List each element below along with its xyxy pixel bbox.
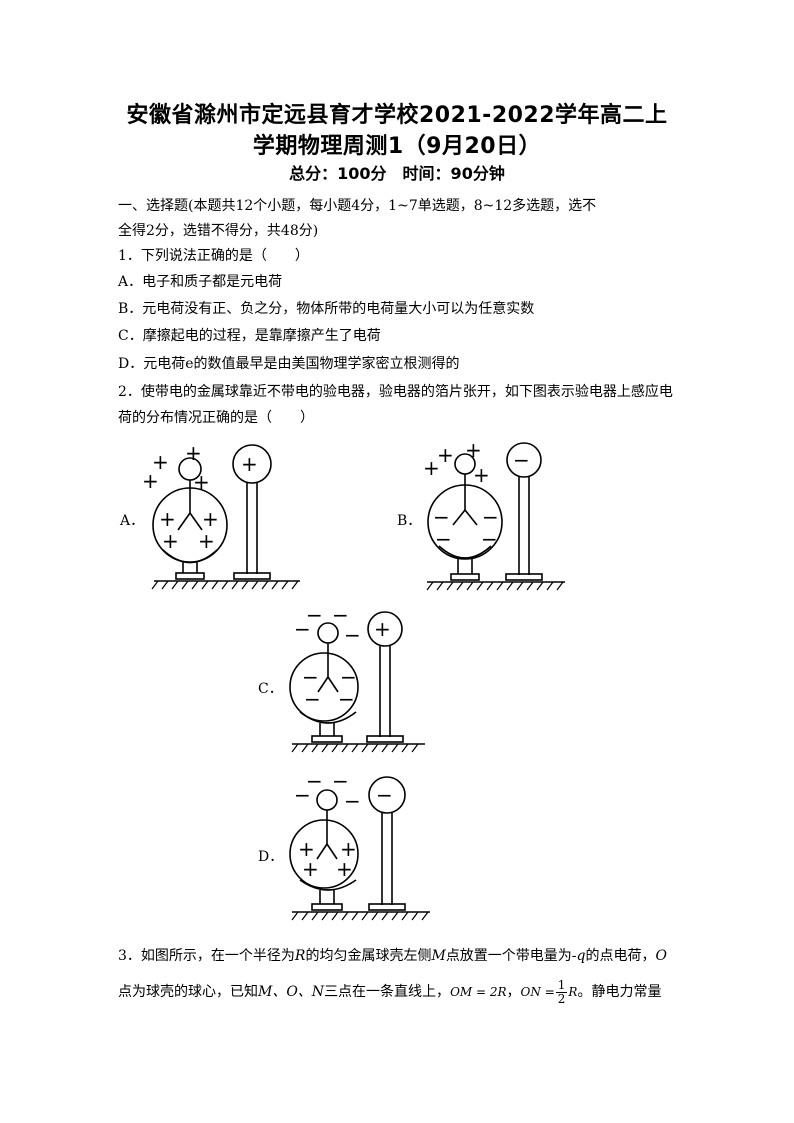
svg-text:−: − [302,665,319,689]
svg-text:−: − [338,687,355,711]
q3-text: 的点电荷， [585,948,656,964]
q2-figure-d: −−−− ++++ − [289,769,430,921]
q2-figure-a: ++++ ++++ + [142,441,300,590]
q1-stem: 1．下列说法正确的是（ ） [118,248,309,264]
q3-var-mon: M、O、N [258,984,325,1000]
svg-text:+: + [473,463,490,487]
svg-text:−: − [376,783,393,807]
svg-text:−: − [435,527,452,551]
q2-figure-c: −−−− −−−− + [289,603,425,753]
svg-text:+: + [241,452,258,476]
q2-option-a-label: A． [120,513,145,529]
section-heading-line1: 一、选择题(本题共12个小题，每小题4分，1~7单选题，8~12多选题，选不 [118,198,597,214]
q2-option-b-label: B． [397,513,422,529]
q3-text: 三点在一条直线上， [324,984,451,1000]
q3-text: 点为球壳的球心，已知 [118,984,258,1000]
svg-text:+: + [162,529,179,553]
q3-text: 的均匀金属球壳左侧 [305,948,432,964]
q3-eq-on: ON = [520,985,555,999]
svg-text:−: − [306,769,323,793]
svg-text:−: − [513,448,530,472]
section-heading-line2: 全得2分，选错不得分，共48分) [118,223,319,239]
svg-text:+: + [465,438,482,462]
q3-var-r: R [294,948,306,964]
q2-option-c-label: C． [258,681,283,697]
svg-text:+: + [374,617,391,641]
q1-option-c: C．摩擦起电的过程，是靠摩擦产生了电荷 [118,328,381,344]
svg-text:+: + [142,469,159,493]
q2-figure-b: ++++ −−−− − [423,438,565,591]
q2-stem-line2: 荷的分布情况正确的是（ ） [118,410,314,426]
svg-text:−: − [344,789,361,813]
q3-var-m: M [431,948,446,964]
svg-text:−: − [433,505,450,529]
q2-stem-line1: 2．使带电的金属球靠近不带电的验电器，验电器的箔片张开，如下图表示验电器上感应电 [118,384,673,400]
svg-text:−: − [332,769,349,793]
svg-text:−: − [344,623,361,647]
score-time-info: 总分：100分 时间：90分钟 [289,164,505,183]
q3-text: ， [506,984,521,1000]
exam-title-line2: 学期物理周测1（9月20日） [252,134,542,159]
q3-frac-den: 2 [557,991,566,1006]
svg-text:+: + [437,443,454,467]
q1-option-a: A．电子和质子都是元电荷 [118,274,283,290]
svg-text:+: + [159,507,176,531]
svg-text:−: − [306,603,323,627]
svg-text:+: + [298,837,315,861]
q1-option-b: B．元电荷没有正、负之分，物体所带的电荷量大小可以为任意实数 [118,301,535,317]
q3-var-q: q [576,948,586,964]
svg-text:−: − [294,783,311,807]
q3-text: 点放置一个带电量为- [445,948,577,964]
q3-eq-om: OM = 2R [450,985,507,999]
svg-text:+: + [423,456,440,480]
svg-text:+: + [336,857,353,881]
q3-stem-line1: 3．如图所示，在一个半径为R的均匀金属球壳左侧M点放置一个带电量为-q的点电荷，… [118,946,667,966]
svg-text:−: − [332,603,349,627]
q3-frac-num: 1 [555,977,568,993]
svg-text:+: + [340,837,357,861]
q1-option-d: D．元电荷e的数值最早是由美国物理学家密立根测得的 [118,356,460,372]
svg-text:+: + [302,857,319,881]
svg-text:+: + [185,441,202,465]
q2-option-d-label: D． [258,849,284,865]
svg-text:−: − [294,617,311,641]
svg-text:−: − [481,527,498,551]
svg-text:+: + [202,507,219,531]
exam-title-line1: 安徽省滁州市定远县育才学校2021-2022学年高二上 [126,103,668,128]
svg-text:−: − [482,505,499,529]
svg-text:−: − [340,665,357,689]
q3-var-o: O [655,948,667,964]
svg-text:+: + [152,450,169,474]
svg-text:−: − [304,687,321,711]
svg-text:+: + [198,529,215,553]
q3-text: 3．如图所示，在一个半径为 [118,948,295,964]
q3-eq-r: R [568,985,578,999]
q3-text: 。静电力常量 [577,984,662,1000]
